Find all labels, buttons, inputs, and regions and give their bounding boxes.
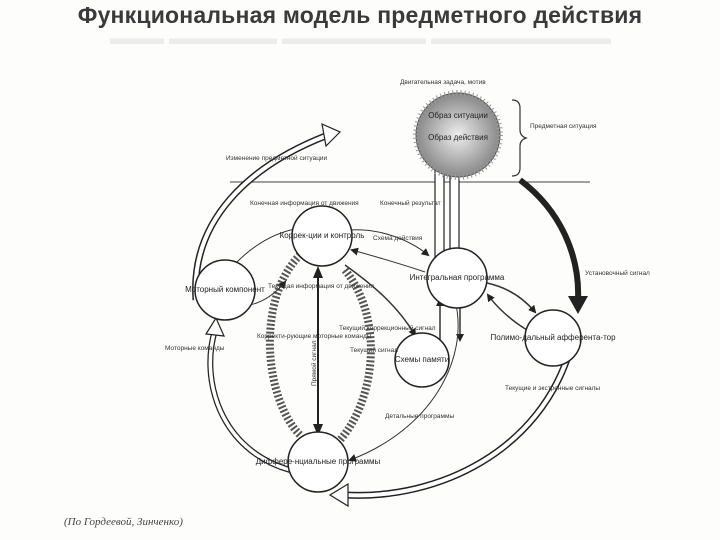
arrow-action-scheme (350, 247, 426, 273)
node-label-correction: Коррек-ции и контроль (280, 231, 365, 240)
correction-node (291, 205, 353, 267)
node-label-differential: Диффере-нциальные программы (256, 457, 381, 466)
label-current-signal: Текущий сигнал (350, 346, 398, 354)
arrow-integral-afferent (486, 282, 537, 314)
node-label-integral: Интегральная программа (410, 273, 505, 282)
afferentator-node (524, 309, 582, 367)
node-label-motor: Моторный компонент (185, 285, 265, 294)
node-label-image-situation: Образ ситуации (428, 111, 488, 120)
label-current-info: Текущая информация от движения (268, 283, 375, 290)
slide-title: Функциональная модель предметного действ… (77, 2, 643, 28)
label-action-scheme: Схема действия (373, 234, 423, 242)
node-label-memory: Схемы памяти (395, 355, 449, 364)
arrow-detailed-programs (348, 299, 459, 462)
label-subject-situation: Предметная ситуация (530, 123, 597, 130)
label-corrective-commands: Корректи-рующие моторные команды (257, 333, 372, 340)
label-motor-commands: Моторные команды (165, 345, 225, 352)
loop-corrective-commands (265, 252, 303, 438)
node-label-afferentator: Полимо-дальный афферента-тор (490, 333, 616, 342)
memory-node (394, 332, 450, 388)
arrow-set-signal (518, 177, 582, 301)
differential-node (287, 431, 349, 493)
label-motor-task: Двигательная задача, мотив (400, 79, 486, 86)
source-citation: (По Гордеевой, Зинченко) (64, 516, 183, 528)
integral-node (426, 247, 488, 309)
node-label-image-action: Образ действия (428, 133, 488, 142)
label-situation-change: Изменение предметной ситуации (226, 154, 328, 162)
label-final-result: Конечный результат (380, 199, 441, 207)
label-current-correction: Текущий коррекционный сигнал (339, 324, 436, 332)
label-direct-signal: Прямой сигнал (310, 340, 318, 386)
label-final-info: Конечная информация от движения (250, 200, 359, 207)
loop-current-correction (336, 267, 375, 443)
label-detailed-programs: Детальные программы (385, 413, 454, 420)
label-current-external: Текущие и экстренные сигналы (505, 385, 600, 392)
motor-node (194, 259, 256, 321)
situation-bracket (511, 99, 528, 177)
label-set-signal: Установочный сигнал (585, 269, 650, 277)
background-ghost-text: ▬▬▬ ▬▬▬▬▬▬ ▬▬▬▬▬▬▬▬ ▬▬▬▬▬▬▬▬▬▬ (110, 28, 611, 48)
arrow-to-memory (344, 264, 417, 337)
arrow-final-result (349, 229, 430, 257)
